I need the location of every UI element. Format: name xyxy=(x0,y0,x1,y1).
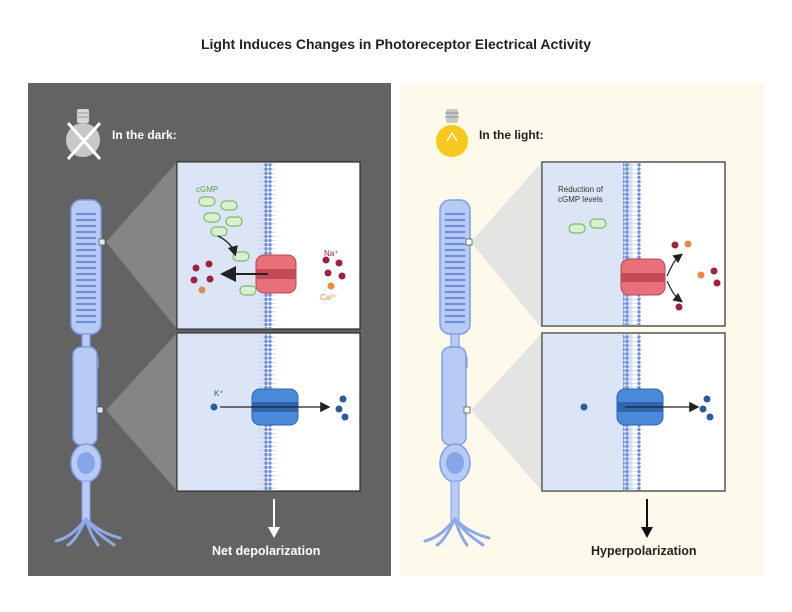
zoom-box-outer-segment xyxy=(176,161,361,330)
zoom-cone-outer-segment xyxy=(106,162,177,329)
cgmp-molecules xyxy=(198,196,257,296)
rod-cell xyxy=(423,199,491,547)
na-label: Na⁺ xyxy=(324,249,339,258)
depolarization-arrow xyxy=(268,499,280,538)
dark-panel: In the dark: cGMP Na⁺ Ca²⁺ K⁺ Net depola… xyxy=(28,83,391,576)
dark-diagram xyxy=(54,109,361,547)
reduction-label: Reduction of cGMP levels xyxy=(558,185,603,204)
ca-label: Ca²⁺ xyxy=(320,293,338,302)
cng-channel-closed xyxy=(620,258,666,296)
cell-membrane xyxy=(258,163,276,328)
k-ions xyxy=(580,395,714,421)
k-ions xyxy=(210,395,349,421)
light-diagram xyxy=(422,109,726,547)
k-label: K⁺ xyxy=(214,389,224,398)
zoom-cone-inner-segment xyxy=(106,333,177,491)
zoom-cone-outer-segment xyxy=(471,162,542,329)
lightbulb-off-icon xyxy=(66,109,102,160)
zoom-box-inner-segment xyxy=(541,332,726,492)
rod-cell xyxy=(54,199,122,547)
hyperpolarization-arrow xyxy=(641,499,653,538)
zoom-cone-inner-segment xyxy=(471,333,542,491)
result-light: Hyperpolarization xyxy=(591,544,697,558)
zoom-box-outer-segment xyxy=(541,161,726,327)
ions-extracellular xyxy=(322,256,346,290)
ions-extracellular xyxy=(671,240,721,311)
result-dark: Net depolarization xyxy=(212,544,321,558)
cng-channel xyxy=(255,254,297,294)
condition-light: In the light: xyxy=(479,128,544,142)
lightbulb-on-icon xyxy=(422,109,482,171)
cgmp-label: cGMP xyxy=(196,185,219,194)
cgmp-molecules xyxy=(568,218,607,234)
condition-dark: In the dark: xyxy=(112,128,177,142)
ions-intracellular xyxy=(190,260,214,294)
light-panel: In the light: Reduction of cGMP levels H… xyxy=(401,83,764,576)
page-title: Light Induces Changes in Photoreceptor E… xyxy=(200,36,591,52)
